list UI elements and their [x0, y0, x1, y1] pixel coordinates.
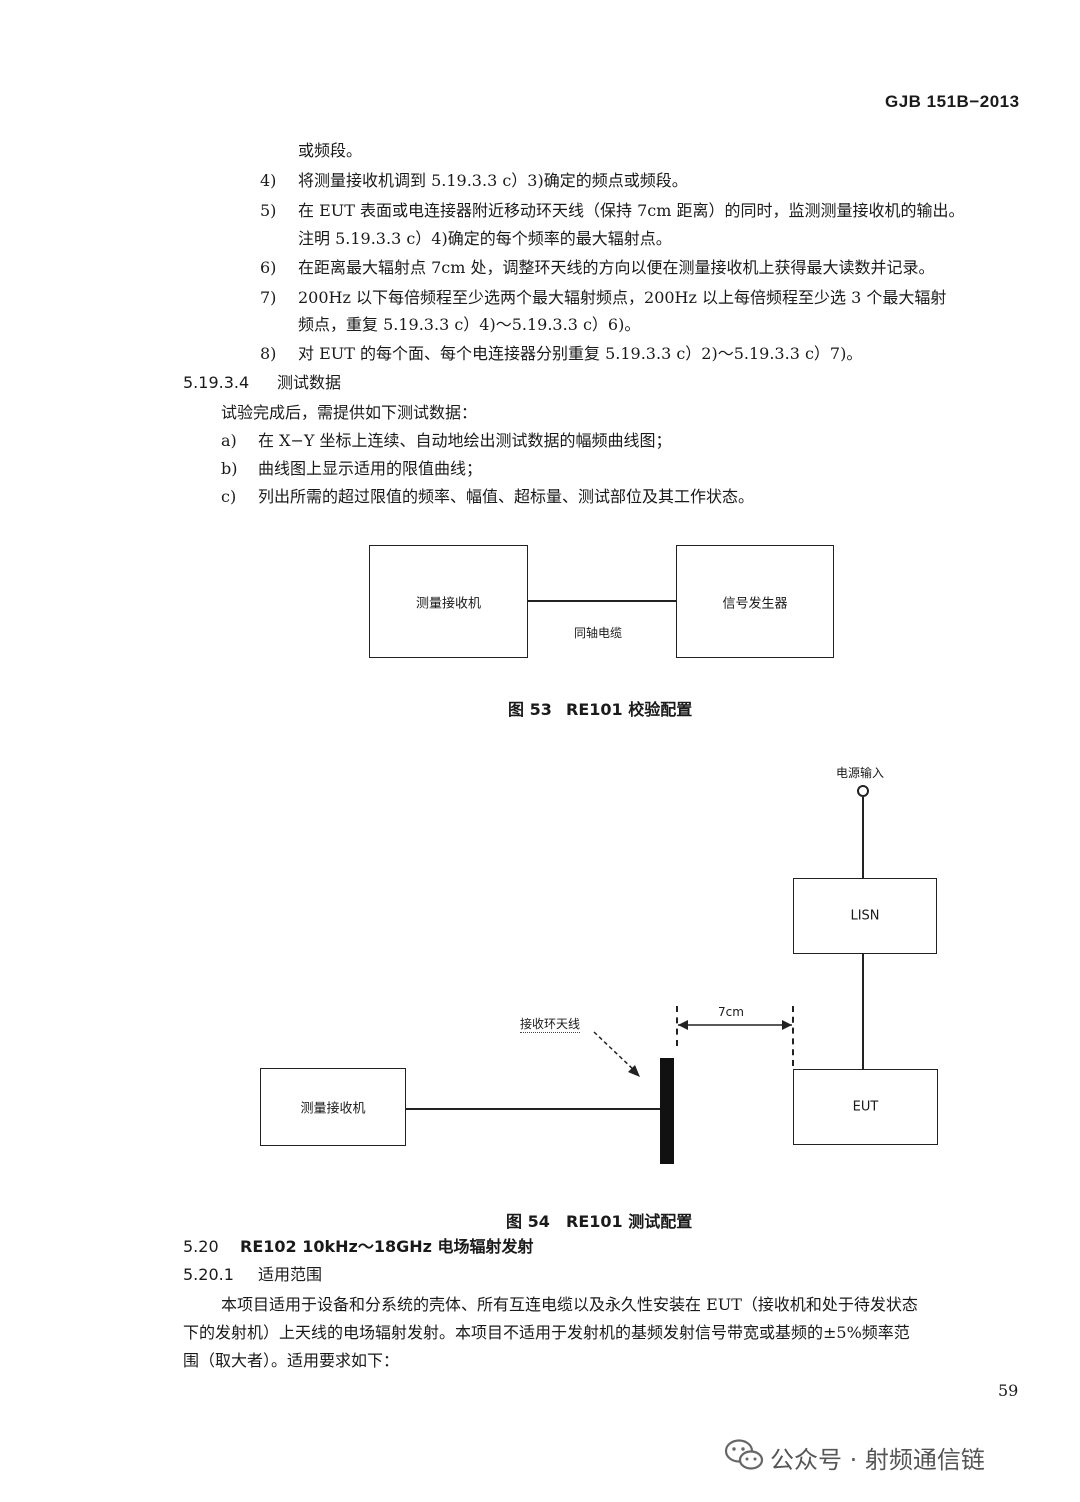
paragraph-line: 下的发射机）上天线的电场辐射发射。本项目不适用于发射机的基频发射信号带宽或基频的…	[183, 1323, 910, 1342]
eut-reference-dashed-line	[792, 1006, 794, 1066]
section-number: 5.19.3.4	[183, 373, 250, 392]
list-item-text: 曲线图上显示适用的限值曲线；	[258, 459, 483, 478]
receiver-box: 测量接收机	[260, 1068, 406, 1146]
list-item-text-cont: 频点，重复 5.19.3.3 c）4)～5.19.3.3 c）6)。	[298, 315, 641, 334]
watermark-text: 公众号 · 射频通信链	[770, 1446, 985, 1474]
list-item-text: 在 EUT 表面或电连接器附近移动环天线（保持 7cm 距离）的同时，监测测量接…	[298, 201, 965, 220]
coax-cable-line	[528, 600, 676, 602]
antenna-pointer-arrow-icon	[593, 1031, 640, 1077]
signal-generator-box: 信号发生器	[676, 545, 834, 658]
text-line: 或频段。	[298, 141, 363, 160]
list-item-text-cont: 注明 5.19.3.3 c）4)确定的每个频率的最大辐射点。	[298, 229, 672, 248]
standard-header: GJB 151B−2013	[885, 92, 1020, 111]
subsection-title: 适用范围	[258, 1265, 323, 1284]
list-item-text: 在距离最大辐射点 7cm 处，调整环天线的方向以便在测量接收机上获得最大读数并记…	[298, 258, 935, 277]
paragraph-line: 本项目适用于设备和分系统的壳体、所有互连电缆以及永久性安装在 EUT（接收机和处…	[221, 1295, 918, 1314]
list-label: a)	[221, 431, 237, 450]
list-number: 5)	[260, 201, 277, 220]
list-item-text: 将测量接收机调到 5.19.3.3 c）3)确定的频点或频段。	[298, 171, 688, 190]
lisn-box: LISN	[793, 878, 937, 954]
coax-cable-label: 同轴电缆	[574, 626, 623, 640]
paragraph: 试验完成后，需提供如下测试数据：	[221, 403, 478, 422]
power-input-label: 电源输入	[836, 766, 885, 780]
page-number: 59	[998, 1381, 1019, 1400]
distance-arrow-icon	[678, 1020, 792, 1030]
list-item-text: 对 EUT 的每个面、每个电连接器分别重复 5.19.3.3 c）2)～5.19…	[298, 344, 863, 363]
section-title: RE102 10kHz～18GHz 电场辐射发射	[240, 1237, 534, 1256]
figure-53-caption: RE101 校验配置	[566, 700, 693, 719]
list-label: c)	[221, 487, 237, 506]
receiver-label: 测量接收机	[415, 596, 481, 611]
figure-54-caption: RE101 测试配置	[566, 1212, 693, 1231]
list-number: 6)	[260, 258, 277, 277]
distance-label: 7cm	[718, 1005, 744, 1019]
paragraph-line: 围（取大者）。适用要求如下：	[183, 1351, 400, 1370]
eut-box: EUT	[793, 1069, 938, 1145]
list-number: 7)	[260, 288, 277, 307]
receiver-label: 测量接收机	[300, 1101, 366, 1117]
antenna-reference-dashed-line	[676, 1006, 678, 1046]
wechat-icon	[724, 1439, 764, 1470]
receiver-cable-line	[406, 1108, 660, 1110]
figure-53-number: 图 53	[508, 700, 552, 719]
section-number: 5.20	[183, 1237, 219, 1256]
list-label: b)	[221, 459, 238, 478]
list-item-text: 200Hz 以下每倍频程至少选两个最大辐射频点，200Hz 以上每倍频程至少选 …	[298, 288, 947, 307]
receiver-box: 测量接收机	[369, 545, 528, 658]
power-line	[862, 797, 864, 878]
section-title: 测试数据	[277, 373, 342, 392]
figure-54-number: 图 54	[506, 1212, 550, 1231]
antenna-label: 接收环天线	[520, 1017, 581, 1033]
list-item-text: 列出所需的超过限值的频率、幅值、超标量、测试部位及其工作状态。	[258, 487, 755, 506]
list-item-text: 在 X−Y 坐标上连续、自动地绘出测试数据的幅频曲线图；	[258, 431, 672, 450]
subsection-number: 5.20.1	[183, 1265, 234, 1284]
power-terminal-icon	[857, 785, 869, 797]
list-number: 4)	[260, 171, 277, 190]
list-number: 8)	[260, 344, 277, 363]
loop-antenna	[660, 1058, 674, 1164]
eut-label: EUT	[852, 1099, 879, 1115]
lisn-label: LISN	[850, 908, 880, 924]
lisn-eut-line	[862, 954, 864, 1069]
signal-generator-label: 信号发生器	[722, 596, 788, 611]
